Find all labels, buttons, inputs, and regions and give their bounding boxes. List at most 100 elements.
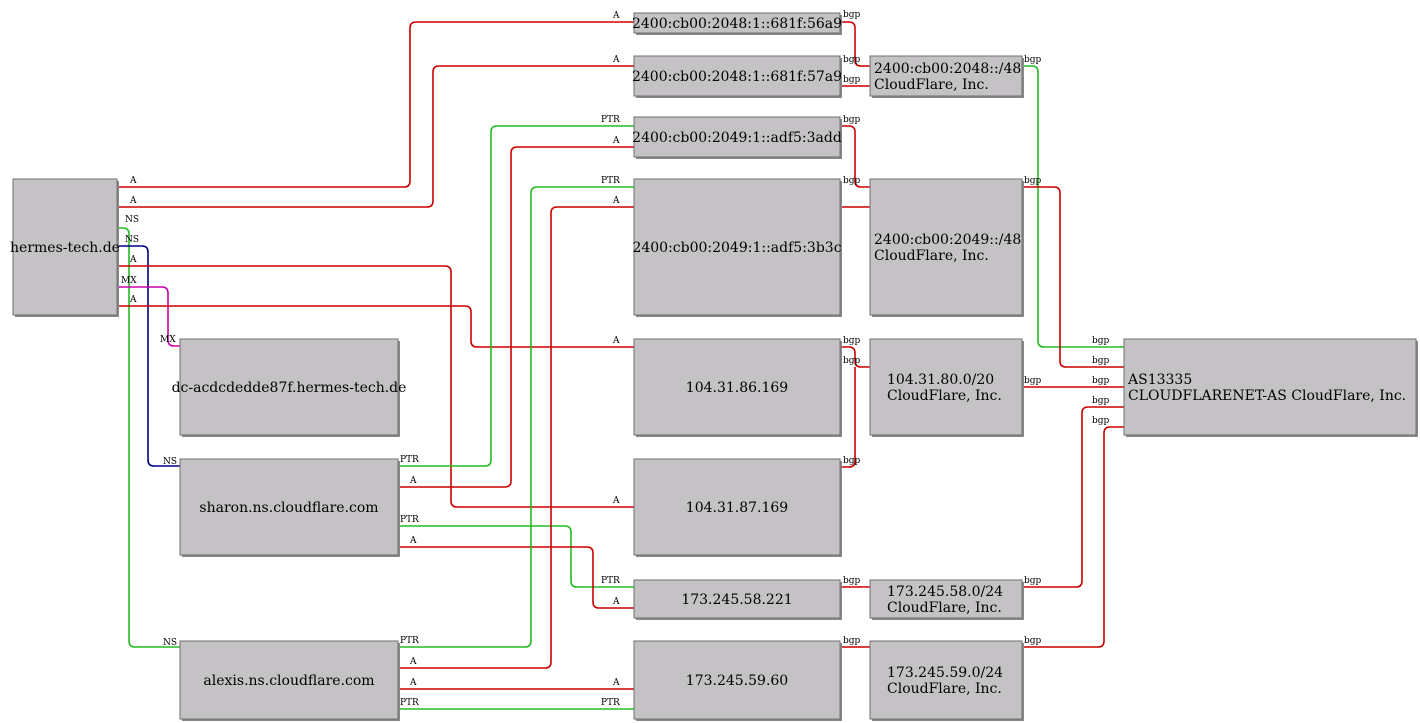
labels-layer: AAAANSNSNSNSAAMXMXAAPTRPTRAAPTRPTRAAPTRP… xyxy=(121,10,1110,708)
edge-tail-label: bgp xyxy=(1024,376,1042,386)
edge-head-label: bgp xyxy=(1092,336,1110,346)
edge-tail-label: PTR xyxy=(400,698,419,708)
node-box xyxy=(12,178,118,316)
node-label-line: 2400:cb00:2048:1::681f:56a9 xyxy=(632,16,842,32)
edge-tail-label: MX xyxy=(121,276,137,286)
edge-tail-label: bgp xyxy=(1024,55,1042,65)
node-ip6d[interactable]: 2400:cb00:2049:1::adf5:3b3c xyxy=(632,178,842,317)
node-box xyxy=(869,338,1023,436)
node-hermes[interactable]: hermes-tech.de xyxy=(10,178,120,317)
node-label-line: 173.245.58.221 xyxy=(681,592,792,608)
edge-head-label: PTR xyxy=(601,176,620,186)
node-label-line: 173.245.59.0/24 xyxy=(887,665,1003,681)
node-box xyxy=(869,640,1023,720)
node-ip6b[interactable]: 2400:cb00:2048:1::681f:57a9 xyxy=(632,55,842,98)
edge-tail-label: PTR xyxy=(400,636,419,646)
node-label-line: CloudFlare, Inc. xyxy=(874,77,989,93)
edge-tail-label: A xyxy=(129,176,137,186)
node-label-line: CloudFlare, Inc. xyxy=(887,681,1002,697)
node-ip4b[interactable]: 104.31.87.169 xyxy=(633,458,842,557)
edge-sharon-to-ip4c-a xyxy=(398,546,634,609)
edge-tail-label: bgp xyxy=(843,636,861,646)
node-label-line: 2400:cb00:2049::/48 xyxy=(874,232,1021,248)
edges-layer xyxy=(117,21,1124,710)
node-box xyxy=(179,458,399,556)
node-alexis[interactable]: alexis.ns.cloudflare.com xyxy=(179,640,400,721)
node-sharon[interactable]: sharon.ns.cloudflare.com xyxy=(179,458,400,557)
node-ip6a[interactable]: 2400:cb00:2048:1::681f:56a9 xyxy=(632,12,842,35)
edge-tail-label: A xyxy=(129,196,137,206)
edge-hermes-to-ip4a-a xyxy=(117,305,634,348)
edge-tail-label: bgp xyxy=(843,115,861,125)
edge-head-label: A xyxy=(612,336,620,346)
edge-hermes-to-dc-mx xyxy=(117,286,180,347)
node-box xyxy=(179,640,399,720)
node-box xyxy=(179,338,399,436)
edge-ip6a-to-net2048-bgp xyxy=(840,21,870,67)
edge-head-label: A xyxy=(612,55,620,65)
node-label-line: AS13335 xyxy=(1127,372,1192,388)
edge-head-label: PTR xyxy=(601,698,620,708)
edge-hermes-to-ip6a-a xyxy=(117,21,634,188)
edge-tail-label: bgp xyxy=(843,10,861,20)
node-box xyxy=(1123,338,1417,436)
node-label-line: sharon.ns.cloudflare.com xyxy=(199,500,378,516)
edge-tail-label: NS xyxy=(125,235,139,245)
node-label-line: 2400:cb00:2049:1::adf5:3add xyxy=(632,130,842,146)
node-label-line: dc-acdcdedde87f.hermes-tech.de xyxy=(172,380,407,396)
edge-head-label: A xyxy=(612,136,620,146)
edge-hermes-to-ip6b-a xyxy=(117,65,634,208)
edge-tail-label: A xyxy=(409,476,417,486)
edge-head-label: MX xyxy=(160,335,176,345)
node-ip4d[interactable]: 173.245.59.60 xyxy=(633,640,842,721)
edge-head-label: A xyxy=(612,678,620,688)
edge-head-label: A xyxy=(612,11,620,21)
edge-tail-label: PTR xyxy=(400,515,419,525)
edge-tail-label: bgp xyxy=(843,176,861,186)
edge-tail-label: A xyxy=(409,657,417,667)
edge-tail-label: A xyxy=(129,255,137,265)
node-label-line: CloudFlare, Inc. xyxy=(874,248,989,264)
node-dc[interactable]: dc-acdcdedde87f.hermes-tech.de xyxy=(172,338,407,437)
edge-net17358-to-as-bgp xyxy=(1022,406,1124,588)
node-box xyxy=(633,55,841,97)
node-ip6c[interactable]: 2400:cb00:2049:1::adf5:3add xyxy=(632,116,842,159)
edge-tail-label: bgp xyxy=(1024,576,1042,586)
edge-ip4a-to-net104-bgp xyxy=(840,346,870,368)
edge-tail-label: A xyxy=(409,678,417,688)
node-label-line: 2400:cb00:2049:1::adf5:3b3c xyxy=(632,240,841,256)
edge-head-label: A xyxy=(612,597,620,607)
edge-head-label: A xyxy=(612,496,620,506)
edge-head-label: bgp xyxy=(843,55,861,65)
edge-tail-label: bgp xyxy=(843,576,861,586)
node-label-line: CloudFlare, Inc. xyxy=(887,388,1002,404)
edge-hermes-to-ip4b-a xyxy=(117,265,634,508)
node-label-line: CLOUDFLARENET-AS CloudFlare, Inc. xyxy=(1128,388,1406,404)
edge-net17359-to-as-bgp xyxy=(1022,426,1124,648)
edge-hermes-to-sharon-ns xyxy=(117,245,180,467)
node-label-line: CloudFlare, Inc. xyxy=(887,600,1002,616)
node-box xyxy=(633,338,841,436)
edge-head-label: bgp xyxy=(1092,396,1110,406)
edge-tail-label: A xyxy=(129,295,137,305)
edge-ip4b-to-net104-bgp xyxy=(840,367,856,468)
edge-tail-label: A xyxy=(409,536,417,546)
node-ip4c[interactable]: 173.245.58.221 xyxy=(633,579,842,620)
edge-head-label: bgp xyxy=(1092,356,1110,366)
edge-net2048-to-as-ptr xyxy=(1022,65,1124,348)
edge-head-label: NS xyxy=(163,638,177,648)
edge-head-label: bgp xyxy=(843,75,861,85)
node-box xyxy=(633,12,841,34)
node-ip4a[interactable]: 104.31.86.169 xyxy=(633,338,842,437)
edge-head-label: NS xyxy=(163,457,177,467)
edge-head-label: A xyxy=(612,196,620,206)
node-box xyxy=(869,55,1023,97)
edge-sharon-to-ip6c-a xyxy=(398,146,634,488)
